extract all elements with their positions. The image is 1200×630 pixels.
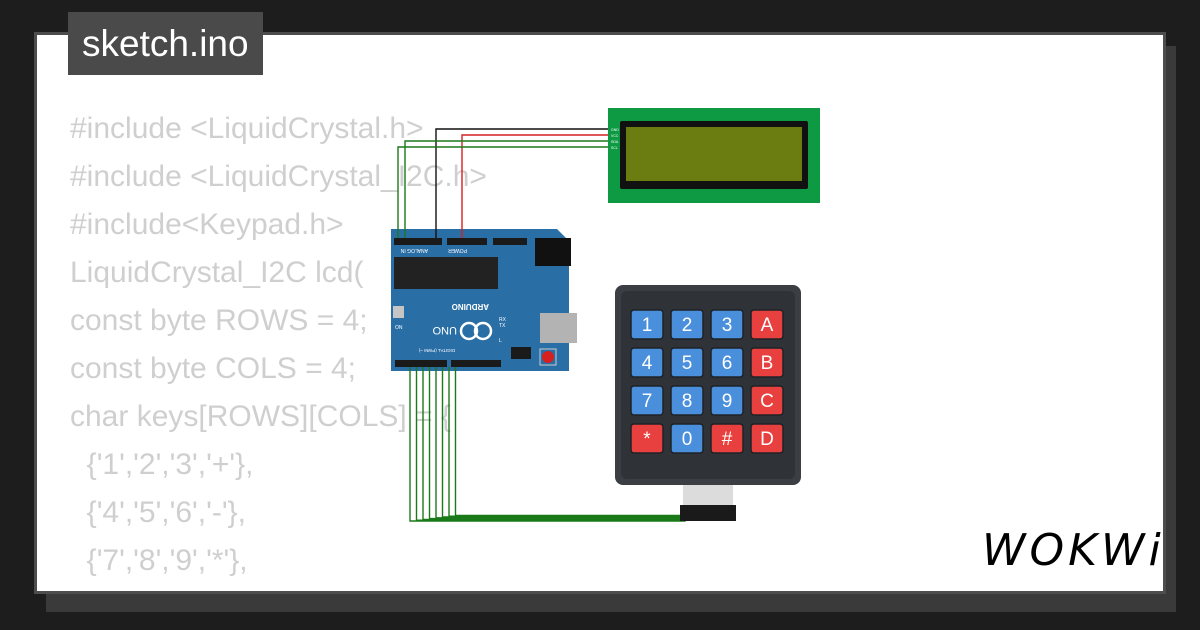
keypad-key[interactable]: 8 bbox=[670, 385, 704, 416]
code-line: #include <LiquidCrystal.h> bbox=[70, 112, 424, 145]
keypad-4x4[interactable]: 1 2 3 A 4 5 6 B 7 8 9 C * 0 # D bbox=[615, 285, 801, 521]
code-line: {'1','2','3','+'}, bbox=[70, 448, 254, 481]
code-line: #include <LiquidCrystal_I2C.h> bbox=[70, 160, 487, 193]
svg-text:D: D bbox=[760, 429, 774, 450]
tx-label: TX bbox=[499, 323, 506, 329]
keypad-key[interactable]: B bbox=[750, 347, 784, 378]
arduino-uno-board[interactable]: ARDUINO UNO ANALOG IN POWER DIGITAL (PWM… bbox=[391, 229, 577, 371]
lcd-pin-label: VCC bbox=[611, 134, 619, 138]
svg-text:3: 3 bbox=[722, 315, 733, 336]
arduino-model-label: UNO bbox=[432, 324, 457, 336]
svg-text:A: A bbox=[761, 315, 774, 336]
keypad-key[interactable]: 5 bbox=[670, 347, 704, 378]
keypad-key[interactable]: # bbox=[710, 423, 744, 454]
keypad-key[interactable]: 3 bbox=[710, 309, 744, 340]
lcd-pin-label: SDA bbox=[611, 140, 619, 144]
svg-text:C: C bbox=[760, 391, 774, 412]
svg-text:6: 6 bbox=[722, 353, 733, 374]
keypad-key[interactable]: 7 bbox=[630, 385, 664, 416]
code-line: {'4','5','6','-'}, bbox=[70, 496, 246, 529]
wokwi-logo: WOKWi bbox=[982, 525, 1165, 576]
keypad-key[interactable]: D bbox=[750, 423, 784, 454]
l-label: L bbox=[499, 338, 502, 344]
keypad-key[interactable]: 1 bbox=[630, 309, 664, 340]
keypad-key[interactable]: C bbox=[750, 385, 784, 416]
code-line: {'7','8','9','*'}, bbox=[70, 544, 248, 577]
svg-text:4: 4 bbox=[642, 353, 653, 374]
svg-text:7: 7 bbox=[642, 391, 653, 412]
code-line: LiquidCrystal_I2C lcd( bbox=[70, 256, 364, 289]
power-label: POWER bbox=[448, 247, 467, 253]
arduino-brand-label: ARDUINO bbox=[452, 302, 489, 311]
code-line: const byte COLS = 4; bbox=[70, 352, 356, 385]
circuit-diagram: GND VCC SDA SCL ARDUINO UNO ANALOG IN POWER… bbox=[391, 108, 820, 522]
keypad-key[interactable]: 2 bbox=[670, 309, 704, 340]
keypad-key[interactable]: 6 bbox=[710, 347, 744, 378]
keypad-key[interactable]: A bbox=[750, 309, 784, 340]
preview-card: #include <LiquidCrystal.h> #include <Liqu… bbox=[34, 32, 1166, 594]
lcd-pin-label: SCL bbox=[611, 146, 618, 150]
analog-label: ANALOG IN bbox=[400, 247, 428, 253]
svg-text:5: 5 bbox=[682, 353, 693, 374]
lcd-pin-label: GND bbox=[611, 128, 619, 132]
svg-text:9: 9 bbox=[722, 391, 733, 412]
keypad-key[interactable]: 0 bbox=[670, 423, 704, 454]
code-line: const byte ROWS = 4; bbox=[70, 304, 368, 337]
svg-text:#: # bbox=[722, 429, 733, 450]
svg-text:8: 8 bbox=[682, 391, 693, 412]
keypad-key[interactable]: 4 bbox=[630, 347, 664, 378]
lcd-wires bbox=[397, 128, 608, 238]
svg-text:1: 1 bbox=[642, 315, 653, 336]
svg-text:*: * bbox=[643, 429, 651, 450]
keypad-key[interactable]: * bbox=[630, 423, 664, 454]
code-background: #include <LiquidCrystal.h> #include <Liqu… bbox=[70, 105, 487, 591]
on-label: ON bbox=[395, 325, 403, 331]
svg-text:0: 0 bbox=[682, 429, 693, 450]
rx-label: RX bbox=[499, 317, 507, 323]
code-line: char keys[ROWS][COLS] = { bbox=[70, 400, 451, 433]
lcd-display[interactable]: GND VCC SDA SCL bbox=[608, 108, 820, 203]
digital-label: DIGITAL (PWM ~) bbox=[418, 348, 455, 353]
file-tab[interactable]: sketch.ino bbox=[68, 12, 263, 75]
svg-text:2: 2 bbox=[682, 315, 693, 336]
keypad-key[interactable]: 9 bbox=[710, 385, 744, 416]
svg-text:B: B bbox=[761, 353, 774, 374]
code-line: #include<Keypad.h> bbox=[70, 208, 344, 241]
